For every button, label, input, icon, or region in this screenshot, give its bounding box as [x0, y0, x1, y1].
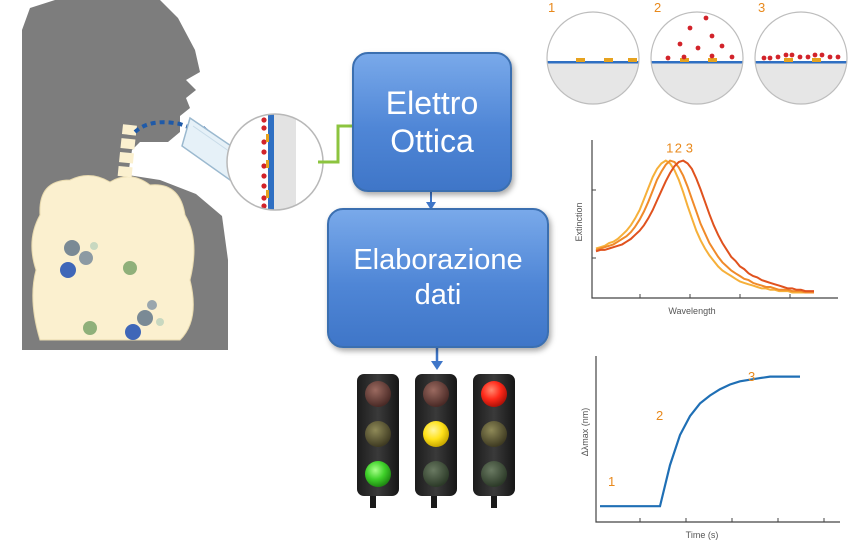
connector-line: [318, 124, 352, 164]
response-y-label: Δλmax (nm): [580, 408, 590, 457]
response-x-label: Time (s): [686, 530, 719, 540]
lamp-yellow-off: [481, 421, 507, 447]
stage-circles: 1 2 3: [546, 0, 848, 105]
sensor-zoom-lens: [226, 113, 324, 211]
arrow-down-2: [431, 346, 443, 370]
molecule-small-a: [123, 261, 137, 275]
electro-optics-line-2: Ottica: [390, 123, 474, 159]
lamp-green-on: [365, 461, 391, 487]
lamp-red-off: [365, 381, 391, 407]
molecule-small-b: [83, 321, 97, 335]
stage-label-1: 1: [548, 0, 555, 15]
stage-label-2: 2: [654, 0, 661, 15]
response-chart: 1 2 3 Δλmax (nm) Time (s): [580, 356, 840, 540]
response-curve: [600, 375, 800, 508]
molecule-right: [125, 300, 164, 340]
spectrum-x-label: Wavelength: [668, 306, 715, 316]
electro-optics-line-1: Elettro: [385, 84, 479, 121]
spectrum-ticks: [592, 189, 791, 298]
spectrum-series-label: 1: [666, 141, 673, 156]
airway-trachea: [115, 124, 137, 206]
spectrum-series-label: 3: [686, 141, 693, 156]
lamp-red-on: [481, 381, 507, 407]
data-processing-line-1: Elaborazione: [353, 244, 523, 277]
adsorbed-molecules: [261, 117, 267, 209]
response-axes: [595, 356, 840, 523]
breath-flow-arrow: [133, 120, 209, 136]
lamp-green-off: [481, 461, 507, 487]
stage-label-3: 3: [758, 0, 765, 15]
traffic-light-green: [357, 374, 399, 508]
molecule-left: [60, 240, 98, 278]
response-ticks: [639, 518, 825, 522]
stage-circle-1: [547, 12, 639, 104]
response-annotation-2: 2: [656, 408, 663, 423]
spectrum-y-label: Extinction: [574, 202, 584, 241]
response-annotation-3: 3: [748, 369, 755, 384]
lamp-green-off: [423, 461, 449, 487]
spectrum-curve-2: [595, 159, 814, 294]
extinction-chart: 1 2 3 Extinction Wavelength: [574, 140, 838, 316]
data-processing-step: Elaborazione dati: [327, 208, 549, 348]
spectrum-curve-3: [595, 159, 814, 293]
electro-optics-step: Elettro Ottica: [352, 52, 512, 192]
spectrum-axes: [591, 140, 838, 299]
lamp-red-off: [423, 381, 449, 407]
lamp-yellow-off: [365, 421, 391, 447]
human-silhouette: [22, 0, 228, 350]
data-processing-line-2: dati: [414, 279, 462, 311]
spectrum-series-label: 2: [675, 141, 682, 156]
lamp-yellow-on: [423, 421, 449, 447]
traffic-light-yellow: [415, 374, 457, 508]
lungs-shape: [31, 175, 195, 341]
response-annotation-1: 1: [608, 474, 615, 489]
spectrum-curve-1: [595, 159, 814, 294]
traffic-light-red: [473, 374, 515, 508]
arrow-down-1: [426, 190, 436, 210]
